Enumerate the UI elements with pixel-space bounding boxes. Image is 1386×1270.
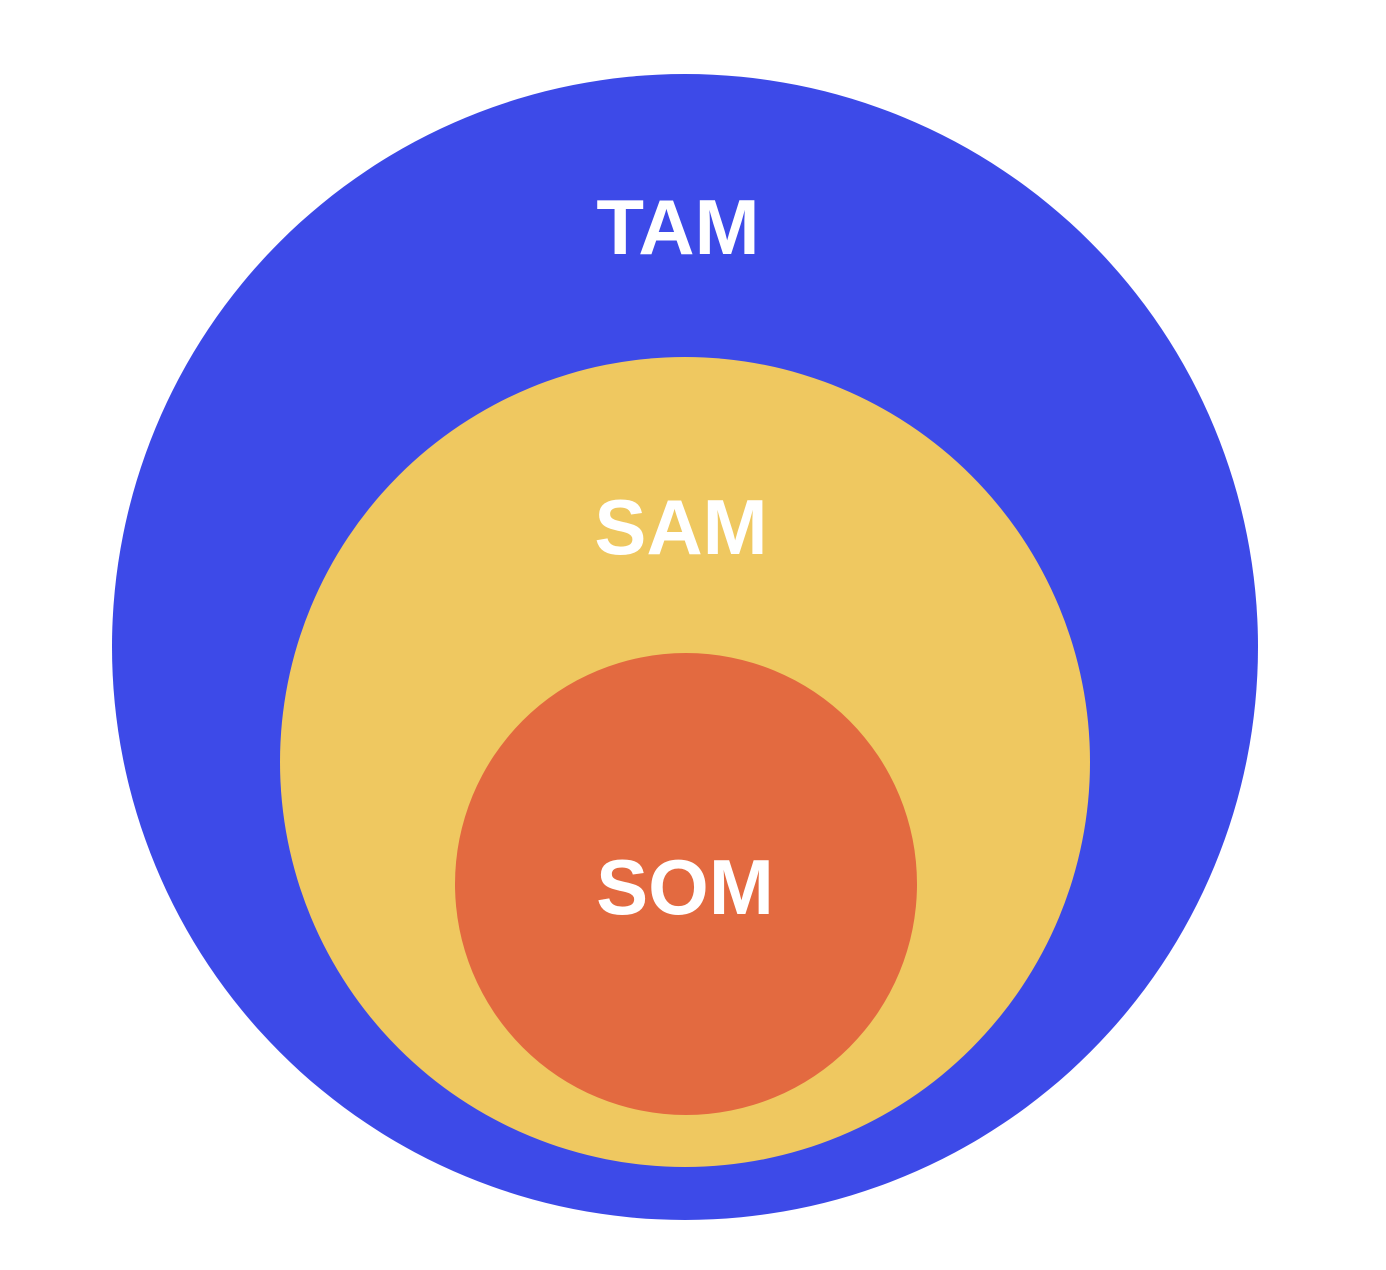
som-circle: [455, 653, 917, 1115]
tam-label: TAM: [596, 183, 759, 271]
sam-label: SAM: [594, 483, 767, 571]
som-label: SOM: [596, 843, 774, 931]
